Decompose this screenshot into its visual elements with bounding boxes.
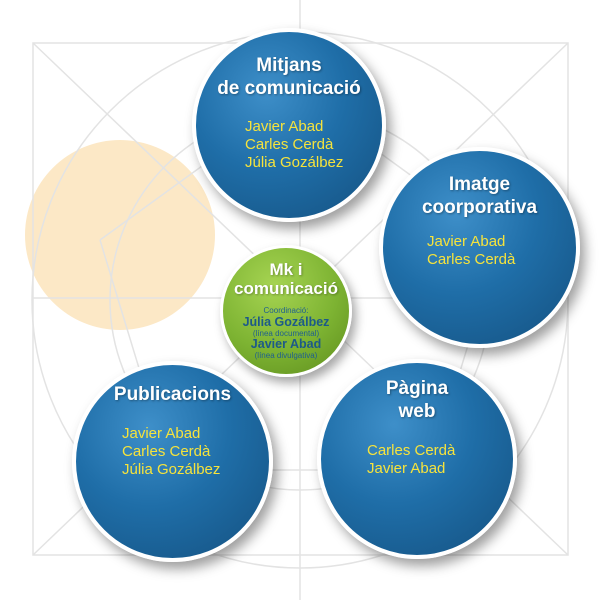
node-title: Imatge coorporativa — [383, 173, 576, 219]
center-title: Mk i comunicació — [223, 260, 349, 298]
member-name: Carles Cerdà — [367, 442, 456, 459]
node-members: Javier Abad Carles Cerdà — [427, 233, 515, 269]
center-title-line: Mk i — [269, 260, 303, 279]
node-title-line: Pàgina — [385, 378, 449, 399]
lead-note: (línea divulgativa) — [254, 351, 318, 360]
orange-accent-circle — [25, 140, 215, 330]
node-members: Javier Abad Carles Cerdà Júlia Gozálbez — [122, 425, 220, 479]
node-title: Publicacions — [76, 383, 269, 406]
member-name: Júlia Gozálbez — [122, 461, 221, 478]
node-members: Carles Cerdà Javier Abad — [367, 442, 455, 478]
node-title-line: coorporativa — [421, 197, 538, 218]
node-title: Mitjans de comunicació — [196, 54, 382, 100]
member-name: Carles Cerdà — [122, 443, 211, 460]
node-pagina-web: Pàgina web Carles Cerdà Javier Abad — [317, 359, 517, 559]
node-publicacions: Publicacions Javier Abad Carles Cerdà Jú… — [72, 361, 273, 562]
member-name: Javier Abad — [245, 118, 324, 135]
member-name: Javier Abad — [367, 460, 446, 477]
center-node-mk-i-comunicacio: Mk i comunicació Coordinació: Júlia Gozá… — [220, 245, 352, 377]
node-title-line: Publicacions — [113, 384, 232, 405]
member-name: Javier Abad — [427, 233, 506, 250]
coordination-label: Coordinació: — [263, 306, 309, 315]
node-mitjans-de-comunicacio: Mitjans de comunicació Javier Abad Carle… — [192, 28, 386, 222]
member-name: Carles Cerdà — [245, 136, 334, 153]
lead-name: Júlia Gozálbez — [242, 315, 330, 329]
node-title-line: de comunicació — [217, 78, 361, 99]
lead-note: (línea documental) — [252, 329, 320, 338]
center-title-line: comunicació — [234, 279, 338, 298]
member-name: Javier Abad — [122, 425, 201, 442]
node-imatge-coorporativa: Imatge coorporativa Javier Abad Carles C… — [379, 147, 580, 348]
member-name: Júlia Gozálbez — [245, 154, 344, 171]
node-title-line: Imatge — [448, 174, 511, 195]
node-title-line: Mitjans — [256, 55, 322, 76]
node-title-line: web — [398, 401, 436, 422]
lead-name: Javier Abad — [250, 337, 322, 351]
node-members: Javier Abad Carles Cerdà Júlia Gozálbez — [245, 118, 343, 172]
node-title: Pàgina web — [321, 377, 513, 423]
member-name: Carles Cerdà — [427, 251, 516, 268]
